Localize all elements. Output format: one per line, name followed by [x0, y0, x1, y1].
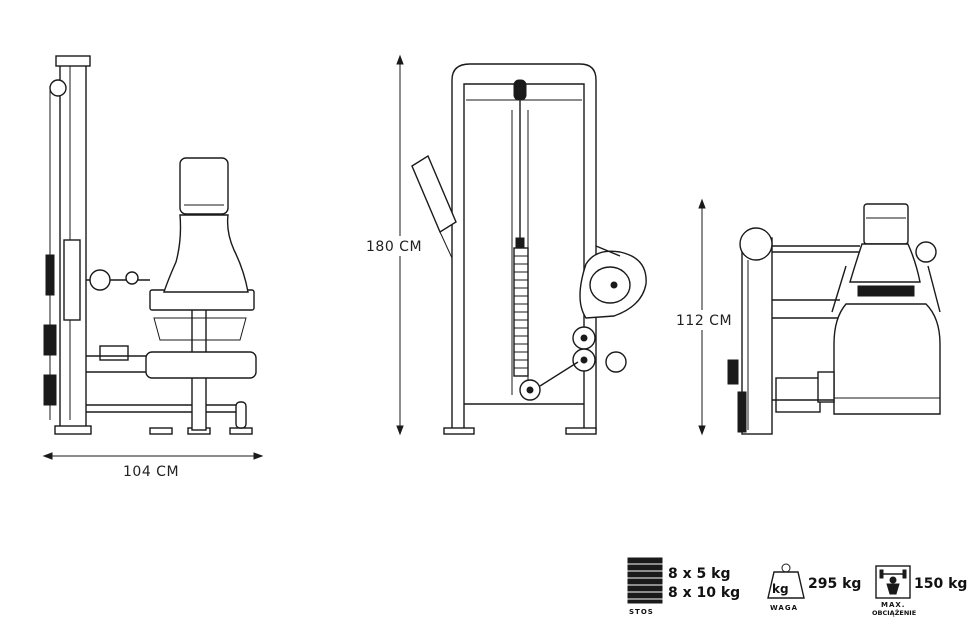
weight-icon-text: kg — [772, 582, 789, 596]
side-view-drawing — [43, 55, 257, 435]
max-load-caption-1: MAX. — [881, 601, 905, 609]
rear-view-drawing — [727, 203, 941, 435]
max-load-value: 150 kg — [914, 576, 967, 592]
width-label: 112 CM — [676, 313, 732, 329]
weight-caption: WAGA — [770, 604, 798, 612]
weight-bag-icon — [767, 563, 805, 599]
front-view-drawing — [411, 63, 647, 435]
weight-spec: kg WAGA 295 kg — [767, 563, 861, 612]
height-dimension: 180 CM — [364, 54, 426, 436]
stack-spec: STOS 8 x 5 kg 8 x 10 kg — [627, 557, 740, 616]
width-dimension: 112 CM — [672, 198, 732, 436]
stack-line2: 8 x 10 kg — [668, 585, 740, 601]
stack-line1: 8 x 5 kg — [668, 566, 730, 582]
weight-value: 295 kg — [808, 576, 861, 592]
max-load-spec: MAX. OBCIĄŻENIE 150 kg — [872, 565, 967, 617]
lifter-icon — [875, 565, 911, 599]
weight-stack-icon — [627, 557, 663, 604]
height-label: 180 CM — [366, 239, 422, 255]
max-load-caption-2: OBCIĄŻENIE — [872, 608, 916, 617]
weight-plates — [514, 255, 528, 369]
stack-caption: STOS — [629, 608, 654, 616]
depth-label: 104 CM — [123, 464, 179, 480]
depth-dimension: 104 CM — [42, 452, 264, 480]
